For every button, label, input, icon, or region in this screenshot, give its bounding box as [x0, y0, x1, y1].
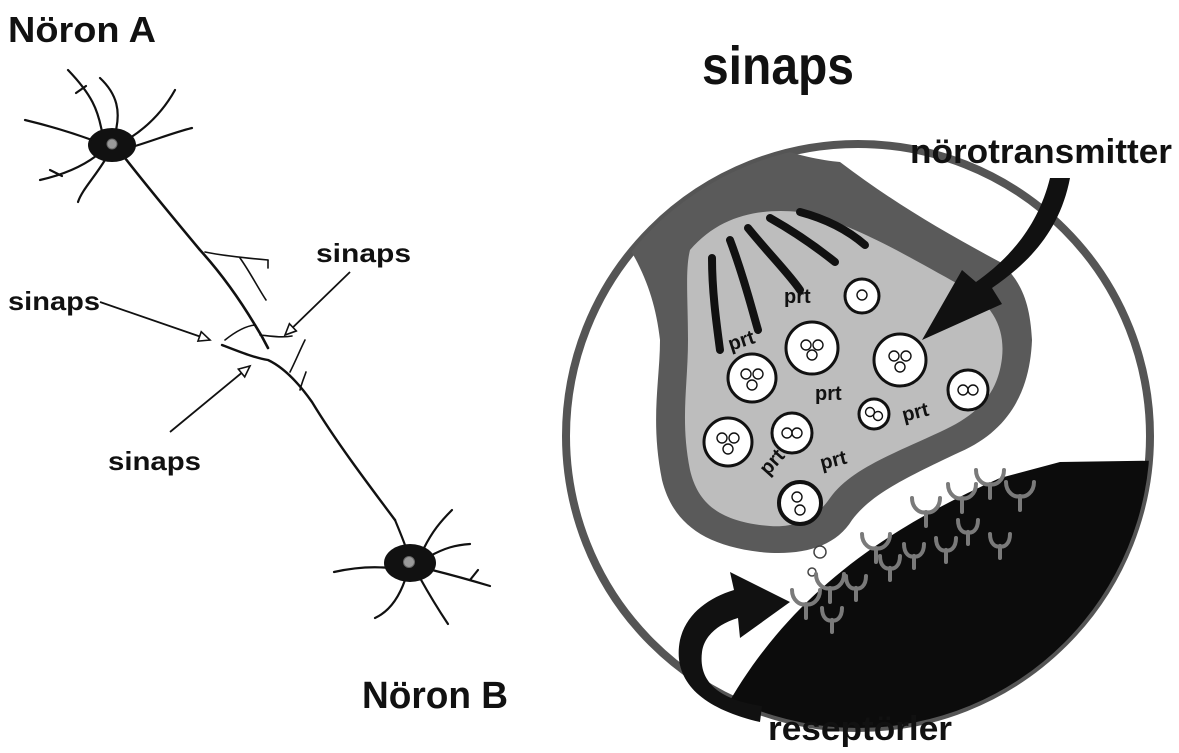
synapse-label-left-1: sinaps [8, 286, 100, 316]
neuron-a-axon-terminals [205, 252, 292, 340]
synapse-arrow-1 [100, 302, 210, 340]
neuron-a-nucleus [107, 139, 117, 149]
neuron-b-label: Nöron B [362, 675, 508, 717]
vesicle [859, 399, 889, 429]
synapse-label-left-2: sinaps [316, 238, 411, 268]
prt-label: prt [815, 383, 842, 405]
synapse-pointer-arrows [100, 272, 350, 432]
vesicle [948, 370, 988, 410]
synapse-arrow-3 [170, 366, 250, 432]
vesicle-fusing [779, 482, 821, 524]
neuron-b-dendrite-long [222, 345, 395, 520]
synapse-title: sinaps [702, 36, 854, 96]
vesicle [728, 354, 776, 402]
receptors-label: reseptörler [768, 710, 952, 748]
neurotransmitter-label: nörotransmitter [910, 133, 1172, 171]
vesicle [845, 279, 879, 313]
vesicle [704, 418, 752, 466]
vesicle [772, 413, 812, 453]
neuron-b-nucleus [404, 557, 415, 568]
synapse-arrow-2 [285, 272, 350, 335]
synapse-label-left-3: sinaps [108, 446, 201, 476]
vesicle [786, 322, 838, 374]
neuron-b [222, 340, 490, 624]
prt-label: prt [784, 286, 811, 308]
neuron-a-label: Nöron A [8, 9, 156, 50]
vesicle [874, 334, 926, 386]
neuron-a-axon [125, 158, 268, 348]
